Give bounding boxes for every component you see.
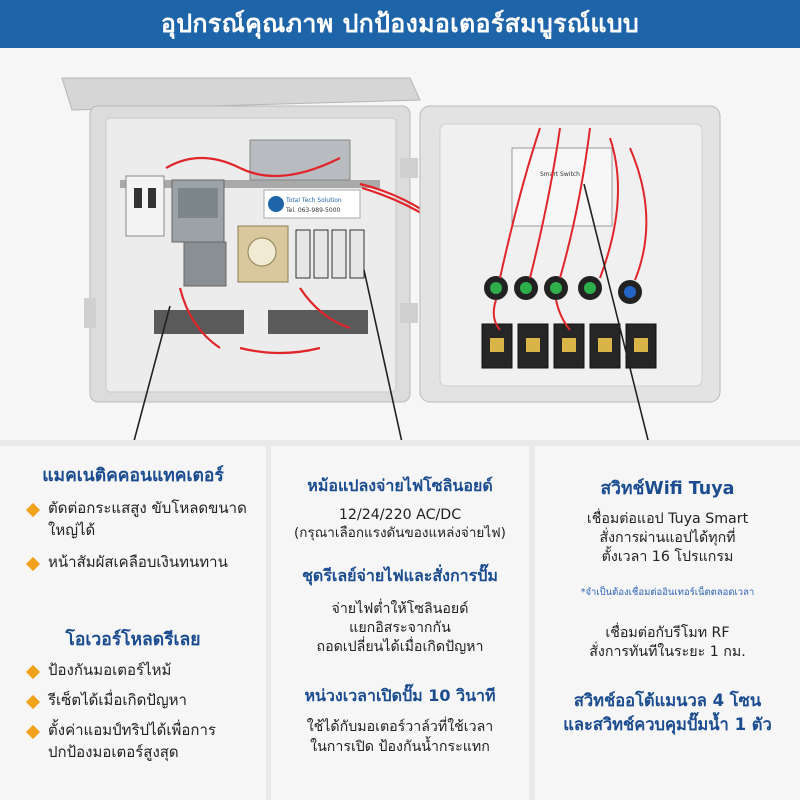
smart-switch-label: Smart Switch [540,171,580,178]
rf-text-2: สั่งการทันทีในระยะ 1 กม. [589,644,746,660]
title-overload-relay: โอเวอร์โหลดรีเลย [65,630,201,650]
bullet-text: หน้าสัมผัสเคลือบเงินทนทาน [48,553,228,571]
header-title: อุปกรณ์คุณภาพ ปกป้องมอเตอร์สมบูรณ์แบบ [160,9,640,38]
bullet-item: ป้องกันมอเตอร์ไหม้ [24,660,259,682]
panel-transformer-relay: หม้อแปลงจ่ายไฟโซลินอยด์ 12/24/220 AC/DC … [271,446,529,800]
delay-text-2: ในการเปิด ป้องกันน้ำกระแทก [310,739,490,755]
panel-wifi-switch: สวิทช์Wifi Tuya เชื่อมต่อแอป Tuya Smart … [535,446,800,800]
bullet-text: ป้องกันมอเตอร์ไหม้ [48,661,172,679]
title-magnetic-contactor: แมคเนติคคอนแทคเตอร์ [42,466,224,486]
diamond-bullet-icon [25,724,41,740]
title-wifi-switch: สวิทช์Wifi Tuya [600,479,735,499]
title-pump-delay: หน่วงเวลาเปิดปั๊ม 10 วินาที [304,686,496,705]
label-brand: Total Tech Solution [285,197,342,204]
delay-text-1: ใช้ได้กับมอเตอร์วาล์วที่ใช้เวลา [306,719,494,735]
internet-note: *จำเป็นต้องเชื่อมต่ออินเทอร์เน็ตตลอดเวลา [580,587,755,598]
bullet-item: หน้าสัมผัสเคลือบเงินทนทาน [24,552,259,574]
bullet-item: รีเซ็ตได้เมื่อเกิดปัญหา [24,690,259,712]
bullet-text: ตั้งค่าแอมป์ทริปได้เพื่อการปกป้องมอเตอร์… [48,721,216,761]
panel-contactor-overload: แมคเนติคคอนแทคเตอร์ ตัดต่อกระแสสูง ขับโห… [0,446,266,800]
relay-text-3: ถอดเปลี่ยนได้เมื่อเกิดปัญหา [316,639,484,655]
bullet-item: ตัดต่อกระแสสูง ขับโหลดขนาดใหญ่ได้ [24,498,259,542]
diamond-bullet-icon [25,664,41,680]
wifi-text-3: ตั้งเวลา 16 โปรแกรม [601,549,734,565]
bullet-text: ตัดต่อกระแสสูง ขับโหลดขนาดใหญ่ได้ [48,499,247,539]
relay-text-1: จ่ายไฟต่ำให้โซลินอยด์ [331,601,469,617]
title-auto-manual-2: และสวิทช์ควบคุมปั๊มน้ำ 1 ตัว [563,715,772,734]
transformer-voltage: 12/24/220 AC/DC [338,507,462,523]
bullet-text: รีเซ็ตได้เมื่อเกิดปัญหา [48,691,187,709]
page-header: อุปกรณ์คุณภาพ ปกป้องมอเตอร์สมบูรณ์แบบ [0,0,800,48]
diamond-bullet-icon [25,502,41,518]
bullet-item: ตั้งค่าแอมป์ทริปได้เพื่อการปกป้องมอเตอร์… [24,720,259,764]
diamond-bullet-icon [25,694,41,710]
relay-text-2: แยกอิสระจากกัน [349,620,451,636]
control-box-photo: Total Tech Solution Tel. 063-989-5000 Sm… [0,48,800,440]
transformer-note: (กรุณาเลือกแรงดันของแหล่งจ่ายไฟ) [294,525,506,541]
title-transformer: หม้อแปลงจ่ายไฟโซลินอยด์ [307,476,493,495]
wifi-text-1: เชื่อมต่อแอป Tuya Smart [586,511,749,527]
label-phone: Tel. 063-989-5000 [285,207,341,214]
diamond-bullet-icon [25,556,41,572]
wifi-text-2: สั่งการผ่านแอปได้ทุกที่ [599,530,736,546]
rf-text-1: เชื่อมต่อกับรีโมท RF [605,625,730,641]
title-relay-set: ชุดรีเลย์จ่ายไฟและสั่งการปั๊ม [302,566,498,585]
title-auto-manual-1: สวิทช์ออโต้แมนวล 4 โซน [573,691,762,710]
